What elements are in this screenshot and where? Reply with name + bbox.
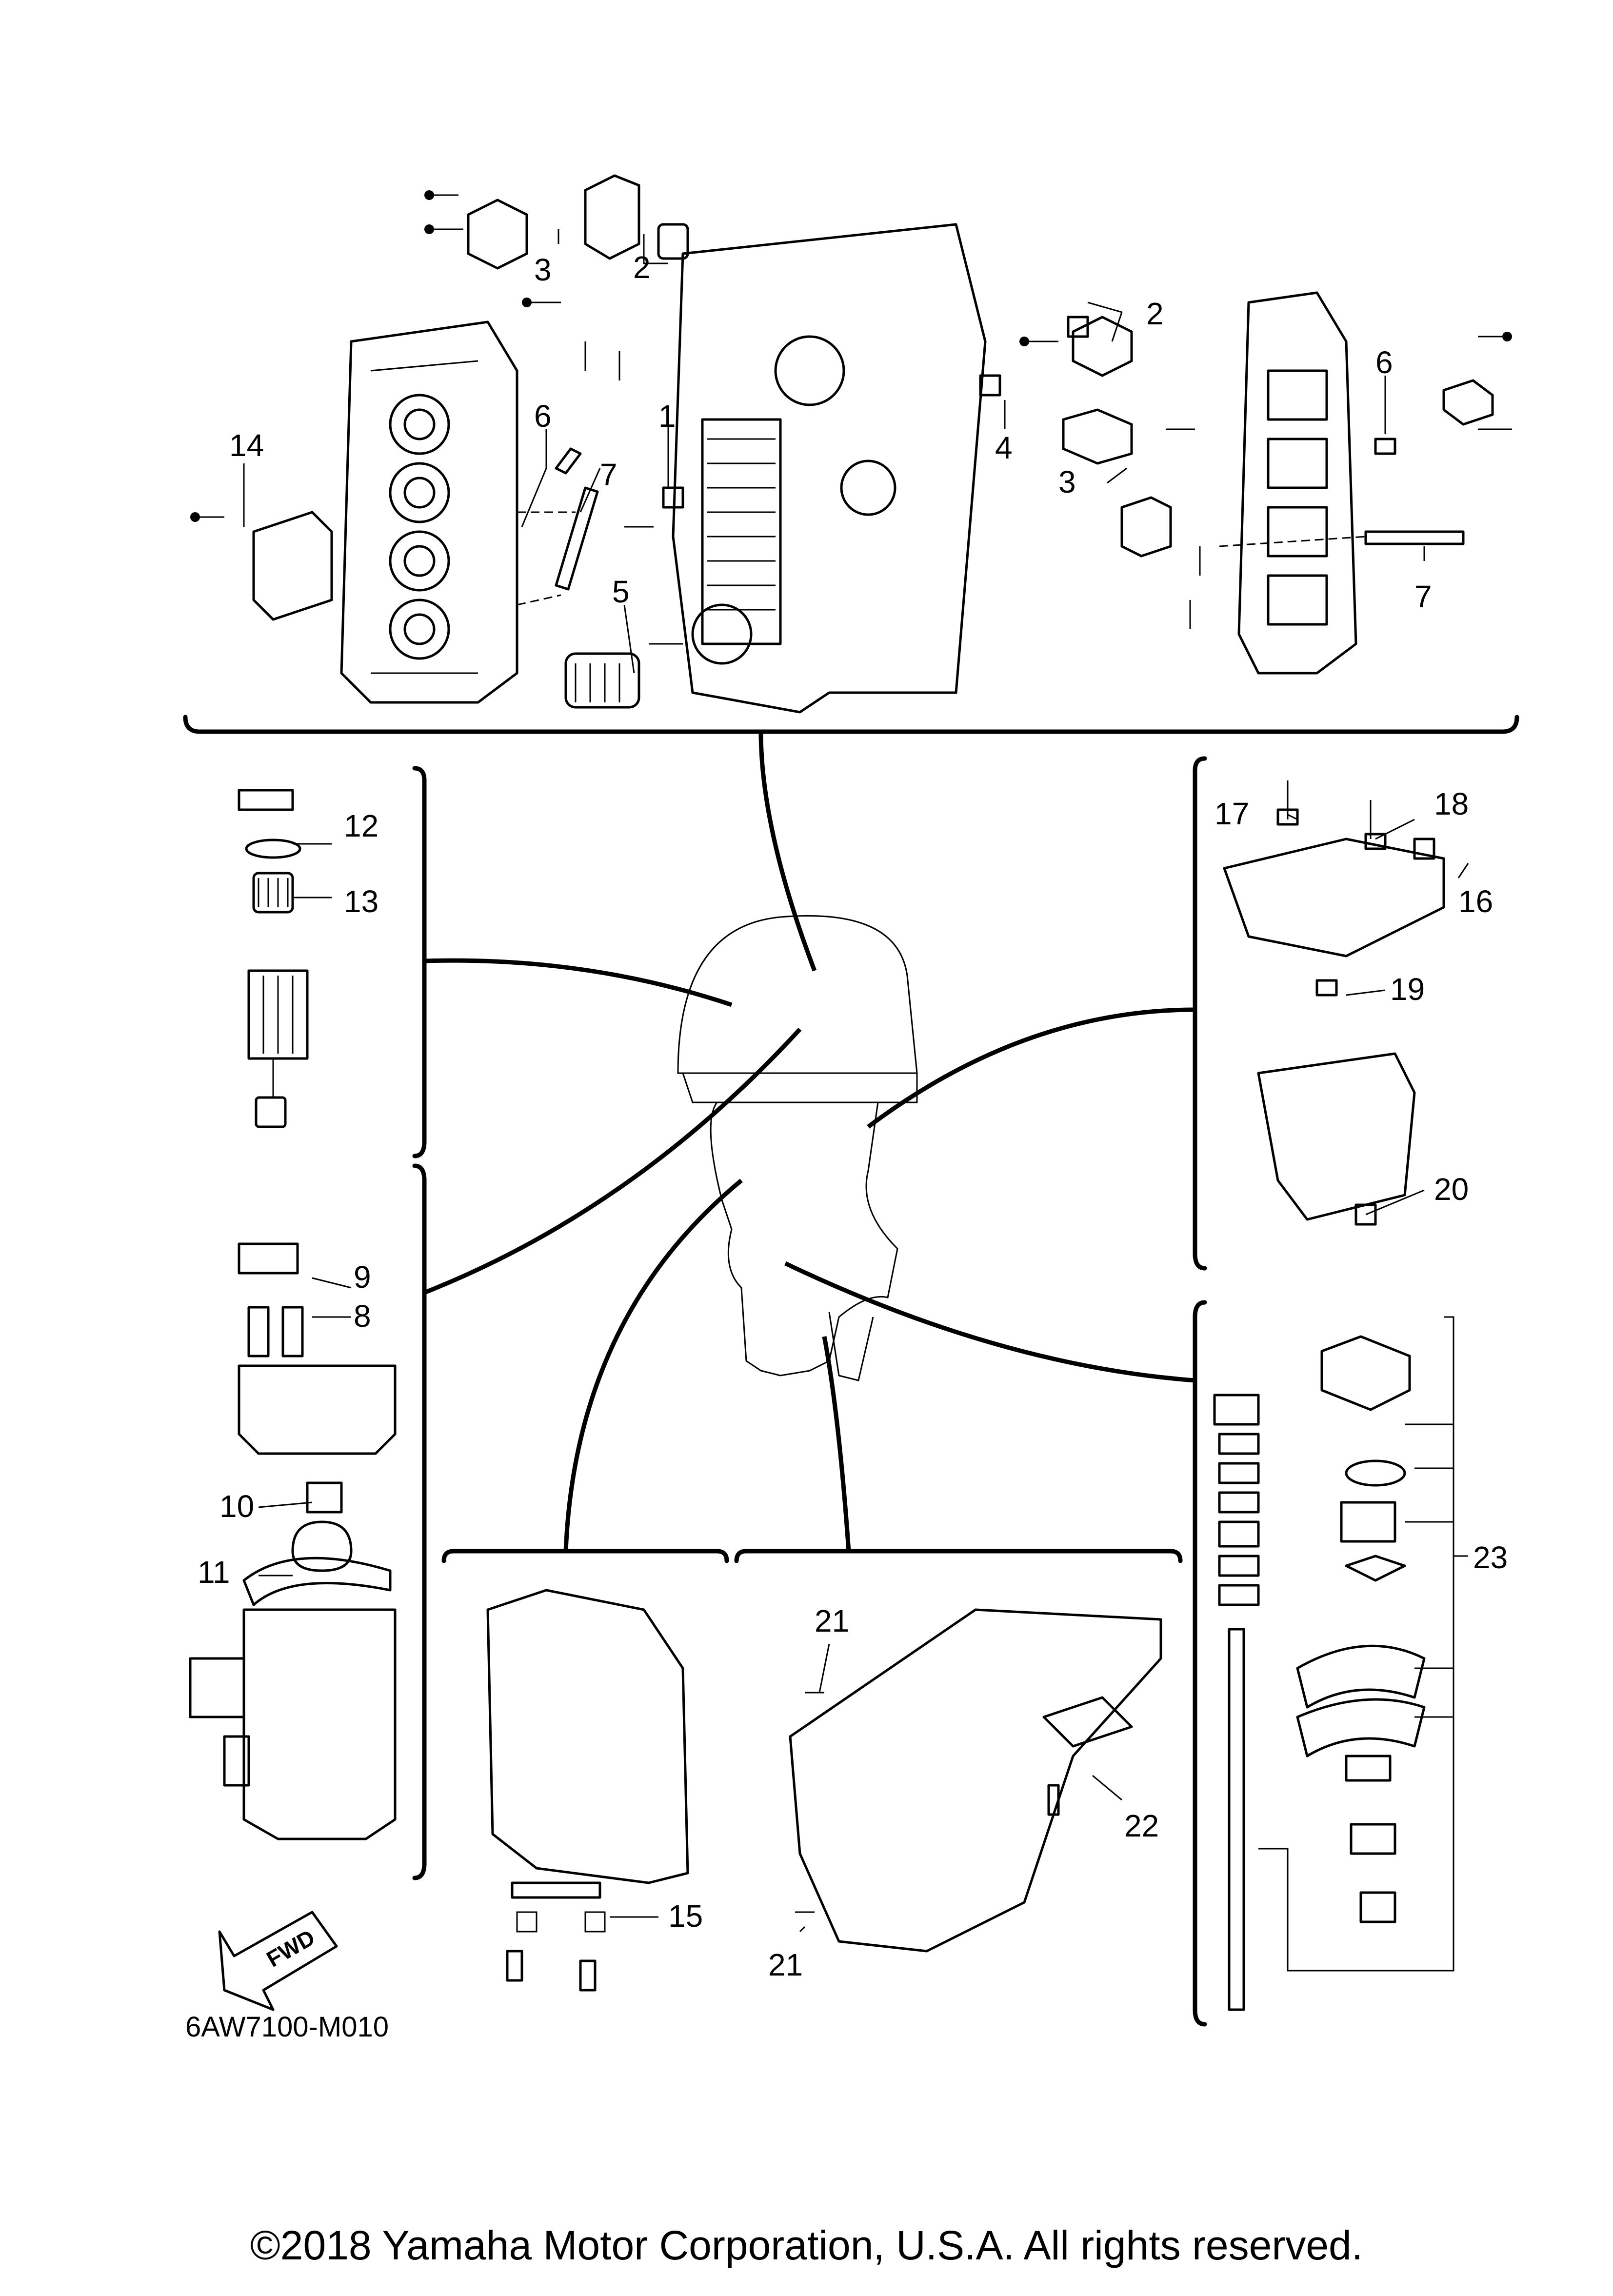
oil-pan-assembly <box>1223 780 1445 1226</box>
callout-7-right: 7 <box>1414 579 1432 614</box>
callout-23: 23 <box>1473 1540 1508 1575</box>
callout-7-left: 7 <box>600 457 617 492</box>
callout-3-right: 3 <box>1058 464 1076 499</box>
spark-plugs <box>555 486 1465 591</box>
copyright-notice: ©2018 Yamaha Motor Corporation, U.S.A. A… <box>250 2222 1363 2268</box>
callout-16: 16 <box>1458 884 1493 919</box>
thermostat-covers <box>467 174 1494 558</box>
cylinder-head-right <box>1237 291 1357 675</box>
fwd-label: FWD <box>262 1924 319 1972</box>
callout-1: 1 <box>658 399 676 434</box>
engine-block <box>672 223 987 714</box>
callout-labels: 1 2 2 3 3 4 5 6 6 7 7 8 9 10 11 12 13 14… <box>198 250 1508 1982</box>
temperature-sensors <box>555 316 1396 509</box>
callout-2-left: 2 <box>633 250 651 285</box>
callout-14: 14 <box>229 428 264 463</box>
lower-casing <box>789 1608 1162 1953</box>
reference-code: 6AW7100-M010 <box>185 2011 389 2043</box>
callout-leaders <box>243 229 1469 1933</box>
bolts <box>190 190 1512 645</box>
water-pump-assembly <box>1213 1316 1468 2011</box>
callout-5: 5 <box>612 574 630 609</box>
callout-6-right: 6 <box>1375 345 1393 380</box>
callout-9: 9 <box>354 1259 371 1295</box>
callout-4: 4 <box>995 430 1013 465</box>
rectifier-bracket <box>252 511 333 621</box>
callout-15: 15 <box>668 1898 703 1934</box>
callout-2-right: 2 <box>1146 296 1164 331</box>
callout-12: 12 <box>344 808 378 843</box>
leader-lines <box>423 731 1195 1552</box>
fwd-arrow: FWD <box>218 1911 338 2011</box>
callout-10: 10 <box>219 1489 254 1524</box>
fuel-filter-assembly <box>238 789 309 1128</box>
group-brackets <box>183 715 1519 2027</box>
powerhead-group <box>190 174 1512 714</box>
callout-13: 13 <box>344 884 378 919</box>
callout-17: 17 <box>1215 796 1249 831</box>
callout-3-left: 3 <box>534 252 552 287</box>
callout-20: 20 <box>1434 1172 1469 1207</box>
callout-18: 18 <box>1434 786 1469 821</box>
outboard-silhouette <box>677 915 918 1381</box>
callout-21-bottom: 21 <box>768 1947 803 1982</box>
cylinder-head-left <box>340 320 518 704</box>
callout-8: 8 <box>354 1298 371 1334</box>
callout-21-top: 21 <box>815 1603 849 1638</box>
steering-bracket <box>486 1589 689 1992</box>
callout-22: 22 <box>1124 1808 1159 1843</box>
callout-6-left: 6 <box>534 399 552 434</box>
callout-19: 19 <box>1390 972 1425 1007</box>
callout-11: 11 <box>198 1555 230 1590</box>
oil-filter <box>564 652 640 709</box>
